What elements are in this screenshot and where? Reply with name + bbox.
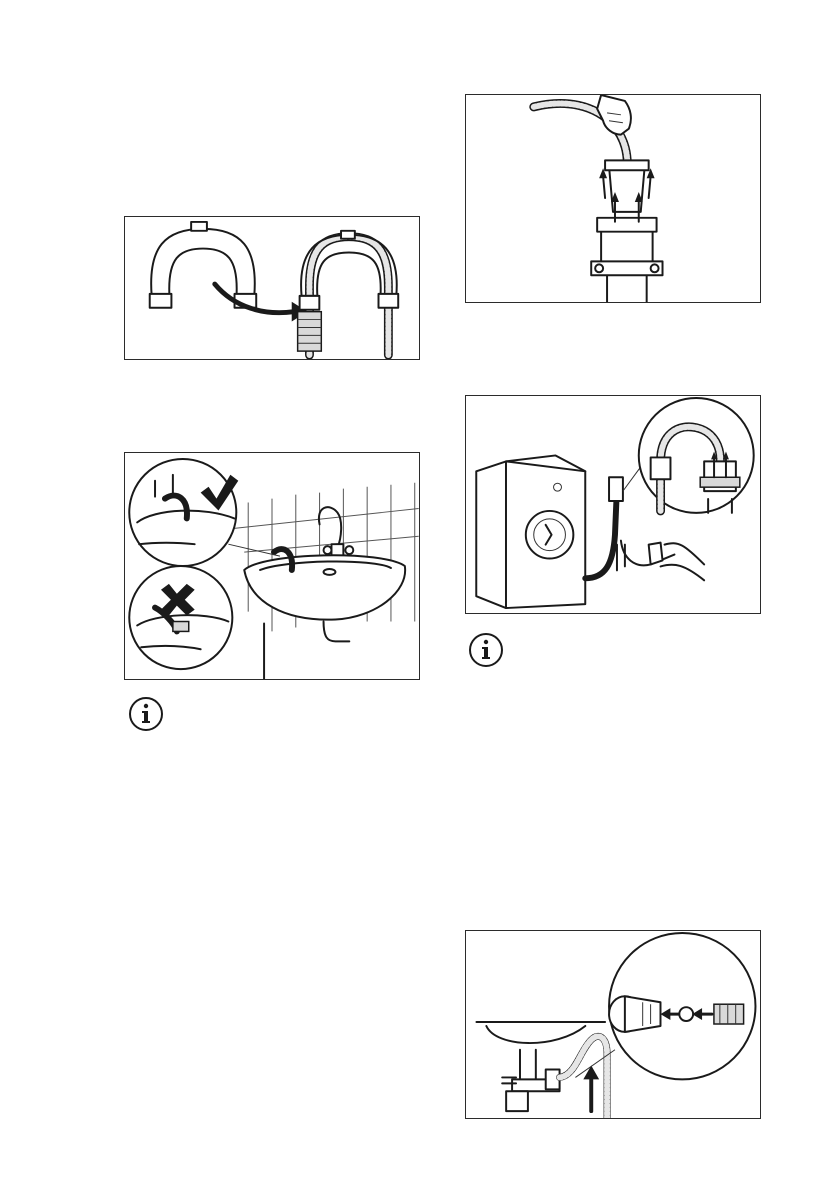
hose-guide-figure bbox=[124, 216, 420, 360]
siphon-connection-figure bbox=[465, 930, 761, 1119]
standpipe-icon bbox=[466, 95, 760, 302]
info-note-1-icon bbox=[128, 696, 164, 732]
sink-placement-figure bbox=[124, 452, 420, 680]
washer-connection-figure bbox=[465, 395, 761, 614]
info-icon bbox=[128, 696, 164, 732]
sink-icon bbox=[125, 453, 419, 679]
u-hose-guide-icon bbox=[125, 217, 419, 359]
siphon-icon bbox=[466, 931, 760, 1118]
info-icon bbox=[468, 632, 504, 668]
washing-machine-icon bbox=[466, 396, 760, 613]
info-note-2-icon bbox=[468, 632, 504, 668]
standpipe-figure bbox=[465, 94, 761, 303]
